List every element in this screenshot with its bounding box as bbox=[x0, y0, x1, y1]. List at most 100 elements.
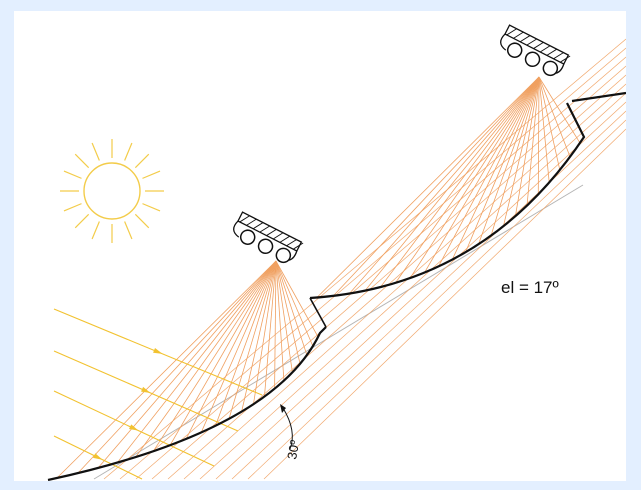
reflected-ray bbox=[333, 76, 540, 297]
reflected-ray bbox=[537, 76, 540, 195]
reflected-ray bbox=[514, 76, 540, 217]
sun-ray bbox=[91, 142, 100, 161]
receiver-cover bbox=[500, 33, 507, 51]
solar-concentrator-diagram: el = 17º 30º bbox=[47, 24, 626, 481]
reflected-ray bbox=[153, 260, 277, 452]
sun-ray bbox=[124, 142, 133, 161]
plate-hatch bbox=[266, 228, 277, 236]
reflected-ray bbox=[275, 260, 308, 356]
plate-hatch bbox=[252, 222, 264, 230]
reflected-ray bbox=[169, 260, 277, 446]
absorber-tube-icon bbox=[542, 60, 559, 77]
reflected-ray bbox=[316, 76, 540, 298]
plate-hatch bbox=[239, 215, 250, 223]
sun-ray bbox=[91, 221, 100, 240]
reflected-ray bbox=[215, 260, 277, 426]
plate-hatch bbox=[246, 218, 257, 226]
reflected-ray bbox=[275, 260, 301, 364]
crossing-ray bbox=[135, 56, 626, 480]
sun-ray bbox=[134, 153, 150, 169]
sun-ray bbox=[74, 153, 90, 169]
reflected-ray bbox=[275, 260, 319, 338]
sun-ray bbox=[142, 170, 161, 179]
plate-hatch bbox=[259, 225, 270, 233]
receiver-plate bbox=[237, 211, 303, 252]
absorber-tube-icon bbox=[275, 247, 292, 264]
crossing-ray bbox=[151, 65, 626, 480]
reflected-ray bbox=[438, 76, 540, 267]
crossing-ray bbox=[167, 74, 626, 480]
sun-disc bbox=[83, 162, 141, 220]
absorber-tube-icon bbox=[239, 229, 256, 245]
sun-ray bbox=[74, 213, 90, 229]
mirror-upper-edge bbox=[309, 297, 327, 328]
sun-ray bbox=[142, 203, 161, 212]
sun-ray bbox=[63, 170, 82, 179]
reflected-ray bbox=[253, 260, 277, 405]
reflected-ray bbox=[116, 260, 277, 463]
sun-ray bbox=[134, 213, 150, 229]
receiver-plate bbox=[504, 24, 570, 65]
ray-arrowhead bbox=[93, 453, 103, 460]
crossing-ray bbox=[183, 83, 626, 480]
sun-ray bbox=[63, 203, 82, 212]
plate-hatch bbox=[539, 45, 551, 53]
plate-hatch bbox=[553, 52, 564, 60]
absorber-tube-icon bbox=[257, 238, 274, 255]
plate-hatch bbox=[272, 232, 284, 240]
plate-hatch bbox=[519, 35, 531, 43]
reflected-ray bbox=[490, 76, 540, 236]
reflected-ray bbox=[56, 260, 277, 479]
incoming-rays bbox=[53, 308, 263, 480]
plate-hatch bbox=[286, 239, 297, 247]
mirror-upper-tail bbox=[571, 91, 626, 103]
ray-arrowhead bbox=[129, 424, 139, 431]
reflected-ray bbox=[465, 76, 540, 253]
crossing-ray bbox=[247, 119, 626, 480]
reflected-ray bbox=[200, 260, 277, 433]
reflected-ray bbox=[185, 260, 277, 440]
reflected-ray bbox=[395, 76, 540, 284]
plate-hatch bbox=[546, 48, 557, 56]
reflected-ray bbox=[364, 76, 540, 291]
mirror-upper bbox=[309, 102, 586, 300]
crossing-ray bbox=[199, 92, 626, 480]
reflected-ray bbox=[424, 76, 540, 273]
plate-hatch bbox=[533, 41, 544, 49]
elevation-label: el = 17º bbox=[501, 278, 559, 297]
plate-hatch bbox=[526, 38, 537, 46]
receiver-lower bbox=[233, 211, 304, 264]
absorber-tube-icon bbox=[524, 51, 541, 68]
diagram-panel: el = 17º 30º bbox=[14, 11, 626, 481]
plate-hatch bbox=[559, 55, 571, 63]
reflected-ray bbox=[409, 76, 540, 279]
crossing-ray bbox=[215, 101, 626, 480]
reflected-ray bbox=[538, 76, 571, 157]
reflected-ray bbox=[274, 260, 277, 389]
crossing-ray bbox=[231, 110, 626, 480]
crossing-ray bbox=[119, 47, 626, 480]
plate-hatch bbox=[513, 31, 524, 39]
angle-arc-icon bbox=[282, 407, 293, 450]
reflected-ray bbox=[275, 260, 293, 373]
crossing-ray bbox=[263, 128, 626, 480]
reflected-ray bbox=[538, 76, 561, 171]
reflected-ray bbox=[451, 76, 540, 260]
reflected-ray bbox=[135, 260, 277, 458]
ray-arrowhead bbox=[141, 386, 151, 393]
receiver-upper bbox=[500, 24, 571, 77]
reflected-ray bbox=[478, 76, 540, 245]
sun-icon bbox=[60, 139, 164, 243]
reflected-ray bbox=[275, 260, 285, 381]
ground-line bbox=[93, 184, 584, 480]
reflected-ray bbox=[538, 76, 550, 183]
sun-ray bbox=[124, 221, 133, 240]
tilt-angle-label: 30º bbox=[284, 439, 302, 461]
absorber-tube-icon bbox=[506, 42, 523, 58]
reflected-ray bbox=[241, 260, 277, 412]
plate-hatch bbox=[279, 235, 290, 243]
reflected-ray bbox=[349, 76, 540, 294]
reflected-ray bbox=[77, 260, 277, 474]
reflected-ray bbox=[503, 76, 540, 227]
plate-hatch bbox=[506, 28, 517, 36]
